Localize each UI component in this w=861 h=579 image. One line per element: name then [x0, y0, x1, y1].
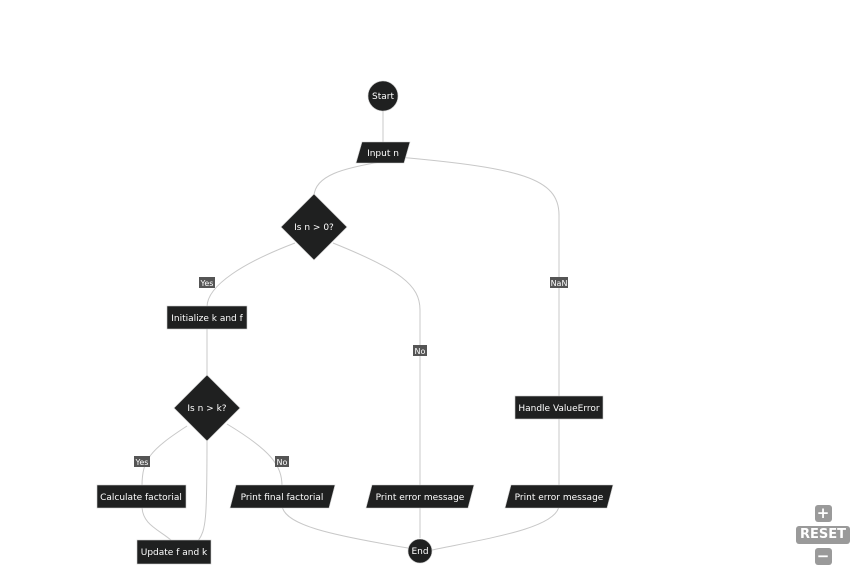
- reset-button[interactable]: RESET: [796, 526, 850, 544]
- edge-label-yes-1: Yes: [199, 277, 215, 288]
- edge-label-no-1: No: [413, 345, 427, 356]
- zoom-out-button[interactable]: −: [814, 548, 832, 565]
- svg-text:Calculate factorial: Calculate factorial: [100, 493, 182, 503]
- edge-check-k-yes: [141, 425, 188, 487]
- edge-calc-update: [141, 505, 173, 542]
- node-input-n[interactable]: Input n: [355, 141, 411, 164]
- edge-check-k-no: [226, 423, 283, 487]
- edge-label-yes-2: Yes: [134, 456, 150, 467]
- edge-check-positive-no: [332, 242, 421, 486]
- svg-text:Is n > 0?: Is n > 0?: [294, 223, 334, 233]
- svg-text:Yes: Yes: [200, 279, 214, 288]
- node-check-positive[interactable]: Is n > 0?: [280, 193, 348, 261]
- svg-text:Start: Start: [372, 92, 394, 102]
- node-start[interactable]: Start: [367, 80, 399, 112]
- svg-text:Update f and k: Update f and k: [141, 548, 208, 558]
- svg-text:Print error message: Print error message: [376, 493, 465, 503]
- node-handle-value-error[interactable]: Handle ValueError: [514, 395, 604, 420]
- edge-input-nan: [397, 156, 560, 398]
- edges: [141, 111, 560, 551]
- svg-text:Input n: Input n: [367, 149, 399, 159]
- zoom-in-button[interactable]: +: [814, 505, 832, 522]
- svg-text:Print final factorial: Print final factorial: [241, 493, 324, 503]
- svg-text:Initialize k and f: Initialize k and f: [171, 314, 243, 324]
- node-update-fk[interactable]: Update f and k: [136, 539, 212, 565]
- node-print-error-2[interactable]: Print error message: [504, 484, 614, 509]
- edge-update-check-k-loop: [197, 439, 208, 542]
- node-init-kf[interactable]: Initialize k and f: [166, 305, 248, 330]
- edge-input-check-positive: [313, 161, 381, 197]
- svg-text:Yes: Yes: [135, 458, 149, 467]
- svg-text:No: No: [415, 347, 426, 356]
- edge-print-final-end: [281, 505, 409, 549]
- node-calc-factorial[interactable]: Calculate factorial: [96, 484, 187, 509]
- edge-label-no-2: No: [275, 456, 289, 467]
- zoom-controls: + RESET −: [796, 505, 850, 565]
- svg-text:No: No: [277, 458, 288, 467]
- node-print-error-1[interactable]: Print error message: [365, 484, 475, 509]
- svg-text:Is n > k?: Is n > k?: [187, 404, 226, 414]
- node-check-k[interactable]: Is n > k?: [173, 374, 241, 442]
- edge-check-positive-yes: [206, 242, 296, 308]
- edge-print-error-2-end: [431, 505, 560, 551]
- svg-text:End: End: [411, 547, 428, 557]
- edge-label-nan: NaN: [550, 277, 568, 288]
- svg-text:Print error message: Print error message: [515, 493, 604, 503]
- svg-text:Handle ValueError: Handle ValueError: [518, 404, 600, 414]
- svg-text:NaN: NaN: [551, 279, 568, 288]
- node-print-final[interactable]: Print final factorial: [229, 484, 336, 509]
- node-end[interactable]: End: [407, 538, 433, 564]
